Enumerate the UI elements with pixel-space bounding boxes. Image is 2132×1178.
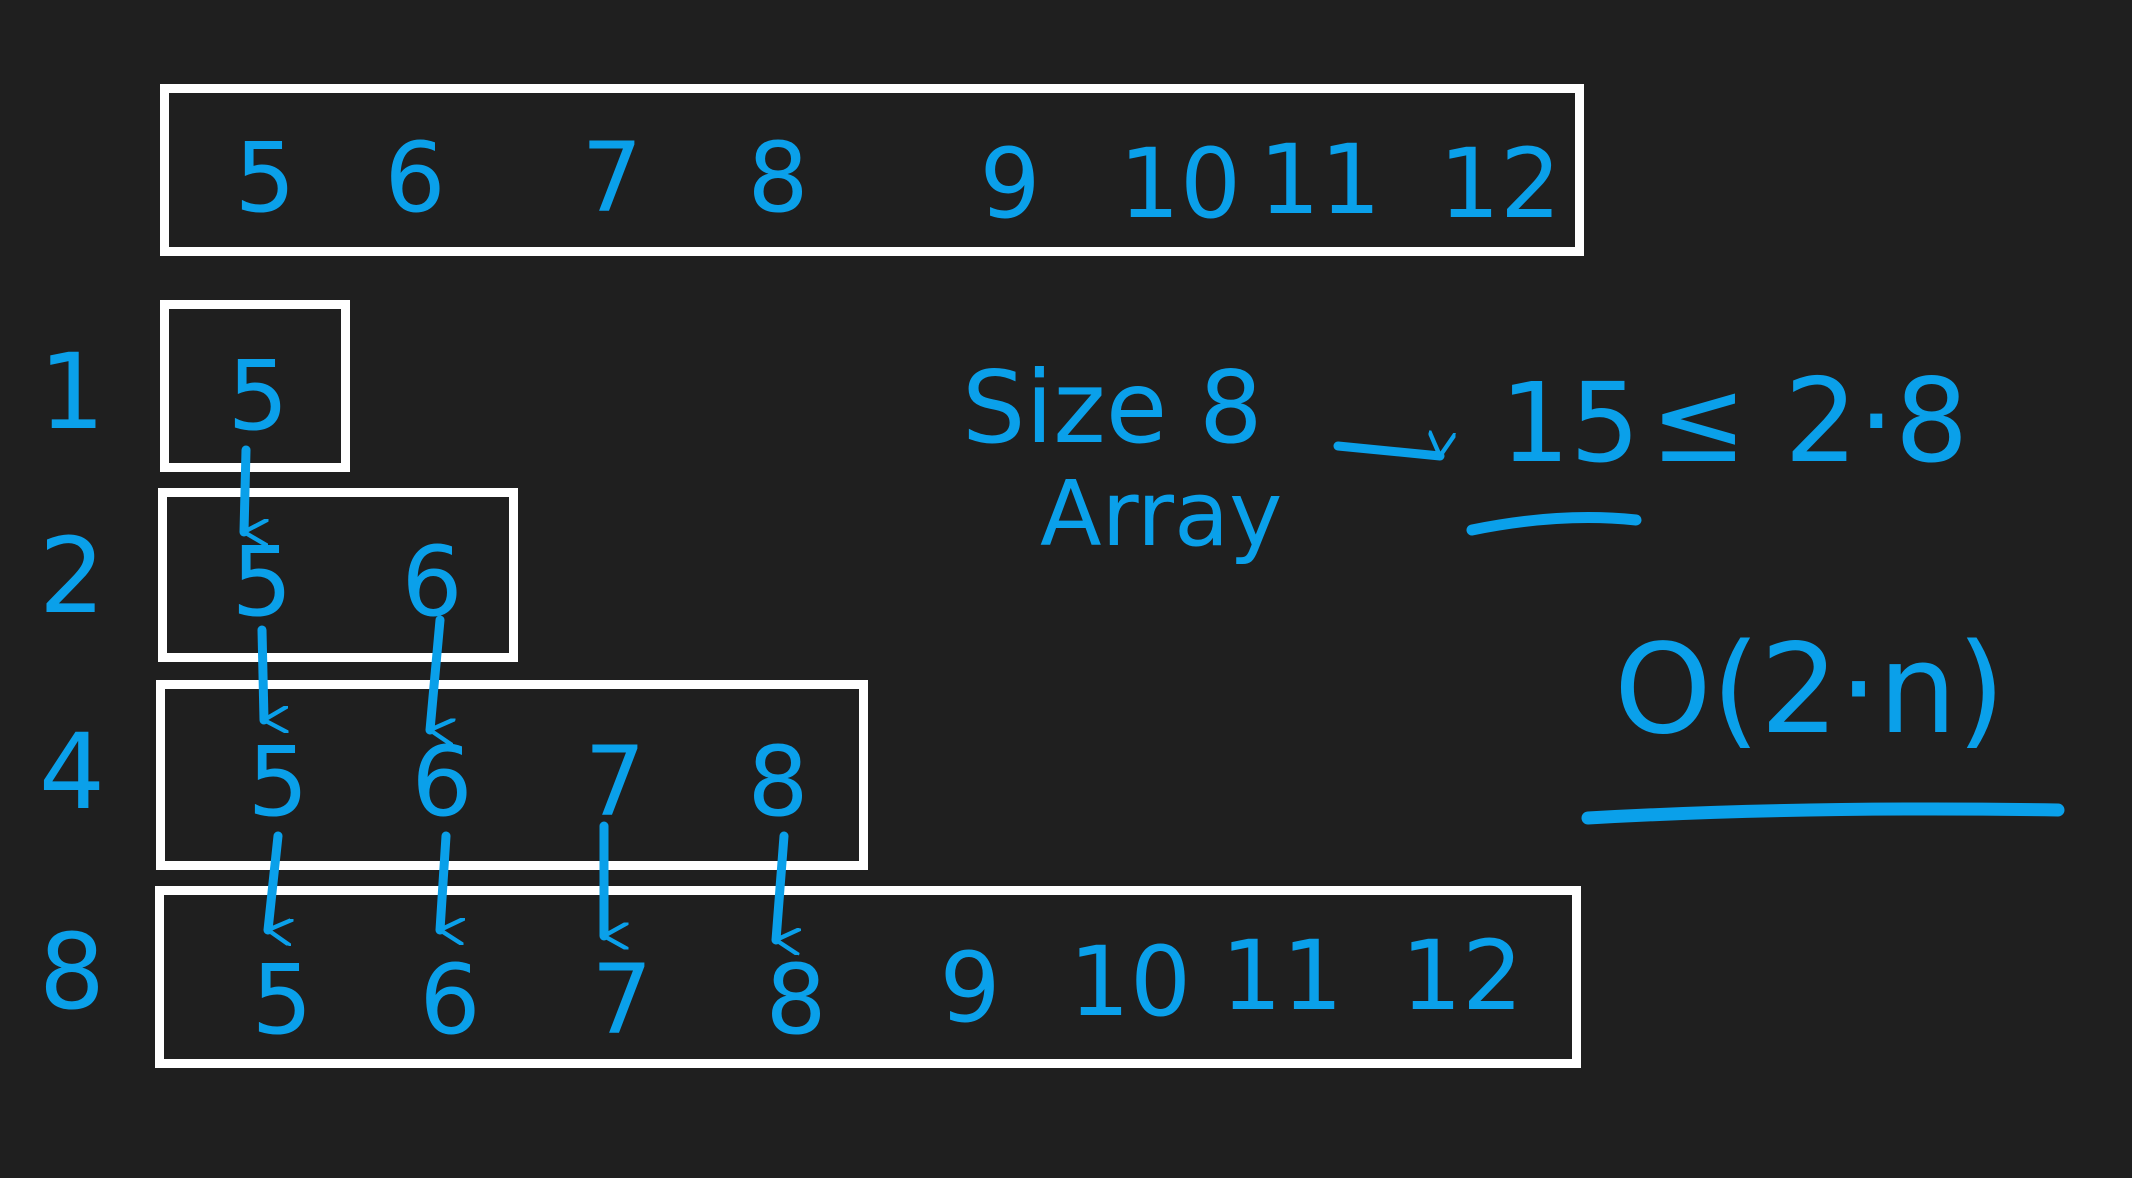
big-o-complexity-note: O(2·n)	[1614, 618, 2006, 762]
array-size-1-box	[160, 300, 350, 472]
array-value: 5	[231, 526, 293, 638]
row-label-size: 4	[38, 711, 106, 833]
row-label-size: 8	[38, 911, 106, 1033]
copy-arrow	[263, 831, 278, 930]
implies-arrow	[1333, 446, 1440, 461]
array-value: 6	[411, 726, 473, 838]
copy-arrow	[239, 445, 246, 532]
array-value: 9	[939, 932, 1001, 1044]
bound-inequality-note: ≤ 2·8	[1650, 354, 1969, 489]
copy-arrow	[257, 625, 264, 720]
original-array-box	[160, 84, 1584, 256]
array-value: 6	[419, 944, 481, 1056]
array-value: 8	[765, 944, 827, 1056]
array-value: 7	[591, 944, 653, 1056]
array-value: 7	[584, 726, 646, 838]
array-size-2-box	[158, 488, 518, 662]
total-copies-note: 15	[1500, 359, 1640, 487]
total-underline	[1466, 512, 1642, 536]
array-size-8-box	[155, 886, 1581, 1068]
array-value: 5	[227, 340, 289, 452]
original-array-value: 5	[234, 122, 296, 234]
copy-arrow	[425, 615, 440, 730]
array-size-4-box	[156, 680, 868, 870]
array-size-note: Array	[1040, 462, 1283, 567]
array-value: 8	[747, 726, 809, 838]
original-array-value: 6	[384, 122, 446, 234]
complexity-underline	[1581, 802, 2065, 825]
array-value: 6	[401, 526, 463, 638]
original-array-value: 10	[1118, 128, 1242, 240]
array-value: 5	[247, 726, 309, 838]
array-size-note: Size 8	[962, 349, 1263, 466]
row-label-size: 2	[38, 515, 106, 637]
original-array-value: 7	[581, 122, 643, 234]
original-array-value: 8	[747, 122, 809, 234]
array-value: 11	[1220, 920, 1344, 1032]
copy-arrow	[771, 831, 784, 940]
array-value: 10	[1068, 926, 1192, 1038]
original-array-value: 12	[1438, 128, 1562, 240]
original-array-value: 9	[979, 128, 1041, 240]
array-value: 12	[1400, 920, 1524, 1032]
copy-arrow	[435, 831, 446, 930]
original-array-value: 11	[1258, 124, 1382, 236]
array-value: 5	[251, 944, 313, 1056]
row-label-size: 1	[38, 331, 106, 453]
